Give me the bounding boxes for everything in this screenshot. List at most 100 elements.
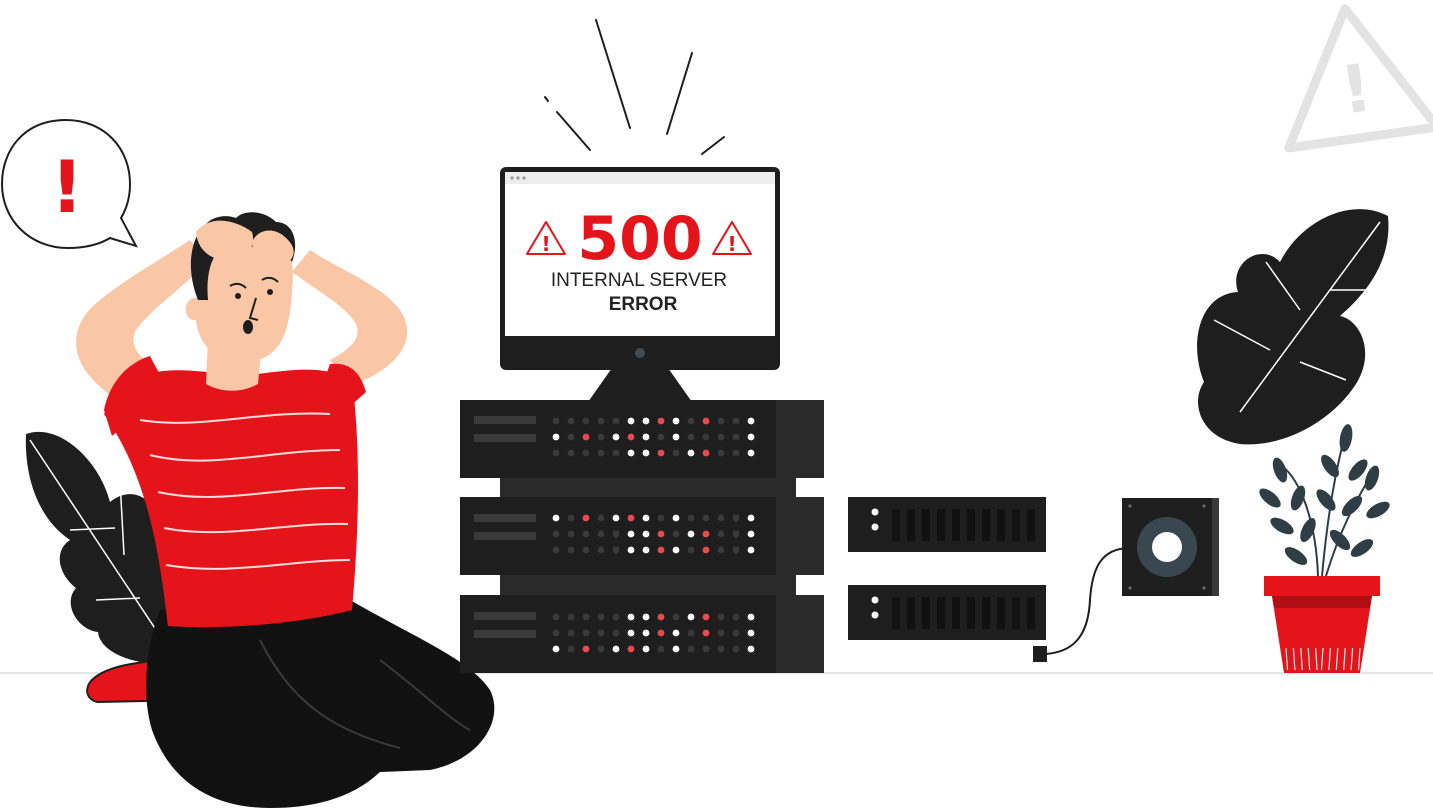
alert-burst-lines bbox=[544, 19, 725, 155]
server-led bbox=[627, 645, 635, 653]
server-led bbox=[717, 629, 725, 637]
left-plant-leaf bbox=[25, 431, 190, 664]
server-led bbox=[657, 629, 665, 637]
server-led bbox=[717, 613, 725, 621]
server-led bbox=[642, 530, 650, 538]
server-led bbox=[552, 613, 560, 621]
server-led bbox=[702, 449, 710, 457]
monitor: ! ! 500 INTERNAL SERVER ERROR bbox=[500, 167, 780, 402]
server-led bbox=[747, 645, 755, 653]
server-led bbox=[582, 645, 590, 653]
server-slot bbox=[997, 597, 1005, 629]
server-led bbox=[627, 433, 635, 441]
server-led bbox=[687, 629, 695, 637]
server-led bbox=[552, 514, 560, 522]
warning-left-glyph: ! bbox=[541, 232, 550, 256]
server-unit-3 bbox=[460, 595, 824, 673]
warning-left-icon: ! bbox=[526, 221, 566, 256]
monitor-power-led bbox=[635, 348, 645, 358]
server-led bbox=[612, 645, 620, 653]
server-led bbox=[672, 433, 680, 441]
server-led bbox=[567, 530, 575, 538]
server-led bbox=[672, 645, 680, 653]
speech-bubble-glyph: ! bbox=[51, 145, 84, 229]
right-plant-leaf bbox=[1197, 209, 1389, 445]
server-led bbox=[657, 645, 665, 653]
power-cable bbox=[1045, 547, 1131, 655]
server-led bbox=[657, 433, 665, 441]
server-led bbox=[747, 433, 755, 441]
server-led bbox=[657, 530, 665, 538]
exclamation-speech-bubble-icon: ! bbox=[0, 118, 139, 250]
server-slot bbox=[982, 597, 990, 629]
pot-stripe bbox=[1328, 647, 1331, 671]
server-led bbox=[687, 530, 695, 538]
server-led bbox=[567, 546, 575, 554]
pot-stripe bbox=[1307, 647, 1311, 671]
server-slot bbox=[907, 597, 915, 629]
server-slot bbox=[922, 509, 930, 541]
server-led bbox=[642, 433, 650, 441]
server-slot bbox=[982, 509, 990, 541]
server-led bbox=[687, 645, 695, 653]
server-led bbox=[732, 613, 740, 621]
server-led bbox=[627, 449, 635, 457]
server-led bbox=[597, 433, 605, 441]
server-led bbox=[582, 629, 590, 637]
server-led bbox=[657, 514, 665, 522]
server-led bbox=[597, 449, 605, 457]
server-led bbox=[567, 417, 575, 425]
pot-body bbox=[1272, 596, 1372, 673]
server-led bbox=[582, 449, 590, 457]
server-led bbox=[627, 530, 635, 538]
server-led bbox=[552, 629, 560, 637]
server-led bbox=[642, 546, 650, 554]
pot-stripe bbox=[1343, 647, 1346, 671]
stressed-person bbox=[76, 212, 495, 808]
server-led bbox=[627, 629, 635, 637]
server-led bbox=[657, 546, 665, 554]
server-led bbox=[597, 613, 605, 621]
server-led bbox=[732, 417, 740, 425]
power-plug bbox=[1033, 646, 1047, 662]
warning-right-icon: ! bbox=[712, 221, 752, 256]
server-led bbox=[732, 546, 740, 554]
pot-stripe bbox=[1350, 647, 1354, 671]
server-led bbox=[597, 645, 605, 653]
server-slot bbox=[952, 597, 960, 629]
server-unit-2 bbox=[460, 497, 824, 575]
server-led bbox=[597, 530, 605, 538]
server-led bbox=[717, 449, 725, 457]
server-led bbox=[627, 546, 635, 554]
server-led bbox=[732, 629, 740, 637]
server-led bbox=[747, 613, 755, 621]
server-led bbox=[747, 514, 755, 522]
ghost-warning-triangle-icon: ! bbox=[1284, 4, 1433, 153]
server-led bbox=[702, 546, 710, 554]
server-slot bbox=[907, 509, 915, 541]
server-led bbox=[627, 613, 635, 621]
server-led bbox=[642, 613, 650, 621]
potted-plant bbox=[1259, 424, 1390, 673]
server-led bbox=[732, 433, 740, 441]
server-led bbox=[702, 613, 710, 621]
server-led bbox=[567, 514, 575, 522]
server-led bbox=[567, 645, 575, 653]
server-slot bbox=[1012, 597, 1020, 629]
server-led bbox=[597, 629, 605, 637]
server-led bbox=[567, 629, 575, 637]
server-led bbox=[612, 546, 620, 554]
server-led bbox=[552, 530, 560, 538]
pot-stripe bbox=[1357, 647, 1361, 671]
server-led bbox=[642, 449, 650, 457]
server-slot bbox=[937, 597, 945, 629]
server-led bbox=[597, 417, 605, 425]
person-mouth bbox=[243, 320, 253, 334]
server-led bbox=[717, 433, 725, 441]
small-server-lower bbox=[848, 585, 1046, 640]
server-slot bbox=[892, 509, 900, 541]
server-led bbox=[612, 449, 620, 457]
server-led bbox=[657, 449, 665, 457]
server-led bbox=[642, 629, 650, 637]
person-left-arm bbox=[76, 240, 208, 400]
